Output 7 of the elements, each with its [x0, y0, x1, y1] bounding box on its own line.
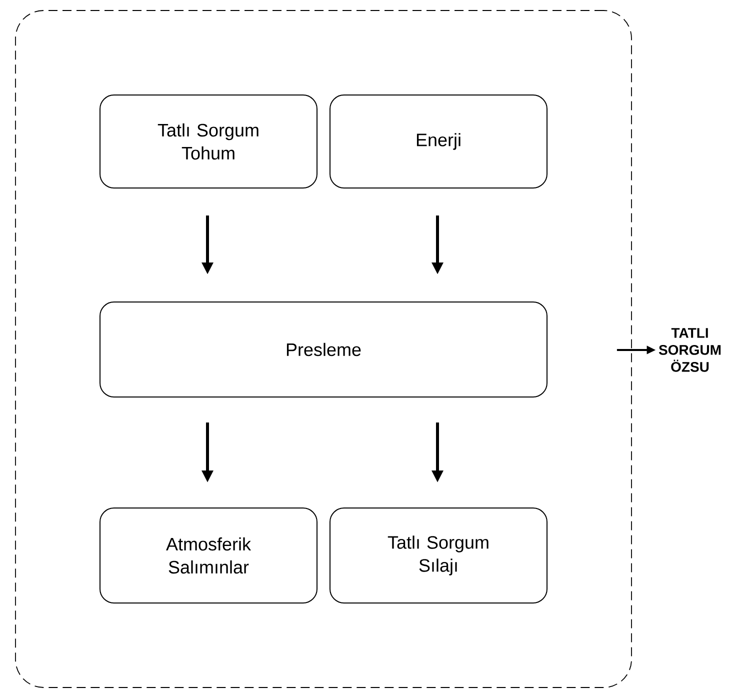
- process-box: Atmosferik Salımınlar: [100, 508, 318, 604]
- process-box: Tatlı Sorgum Sılajı: [330, 508, 548, 604]
- process-box: Enerji: [330, 94, 548, 188]
- system-boundary: [15, 10, 632, 688]
- output-label: TATLI SORGUM ÖZSU: [658, 328, 721, 372]
- process-box: Presleme: [100, 302, 548, 398]
- process-box: Tatlı Sorgum Tohum: [100, 94, 318, 188]
